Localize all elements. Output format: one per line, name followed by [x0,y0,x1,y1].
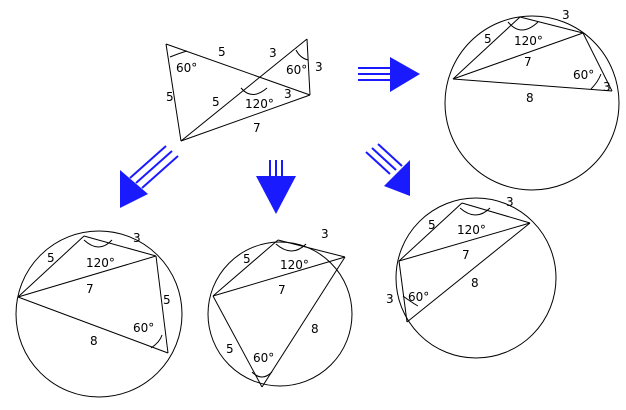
arc-120 [275,243,307,252]
label-120: 120° [457,223,486,237]
chord-3-left [398,260,408,323]
circle-bottom-middle: 5 3 120° 7 8 5 60° [207,227,353,388]
top-figure: 60° 60° 120° 5 5 5 3 3 3 7 [165,38,323,142]
label-3-right: 3 [603,80,611,94]
arrow-right [358,57,420,92]
arc-60 [251,371,273,378]
label-8: 8 [471,276,479,290]
label-3: 3 [321,227,329,241]
chord-8 [261,256,346,388]
chord-5-right [155,255,169,354]
chord-7 [398,222,531,262]
top-label-5-diag: 5 [212,95,220,109]
chord-5-bottom [212,295,263,388]
chord-5 [398,202,463,262]
circle-outline [395,197,557,359]
top-label-60-left: 60° [176,61,197,75]
circle-outline [444,15,620,191]
arrow-down-right [365,143,410,196]
label-5: 5 [428,218,436,232]
top-edge-7 [180,94,311,142]
top-angle-arc-60-right [295,49,309,61]
label-60: 60° [408,290,429,304]
label-8: 8 [90,334,98,348]
label-7: 7 [462,248,470,262]
circle-top-right: 5 3 120° 7 60° 3 8 [444,8,620,191]
label-7: 7 [278,283,286,297]
chord-7 [17,255,157,298]
chord-7 [212,256,346,297]
top-label-5-top: 5 [218,45,226,59]
arc-120 [459,207,491,216]
label-60: 60° [573,68,594,82]
top-angle-arc-60-left [169,50,188,58]
chord-5 [452,16,521,80]
top-label-3-top: 3 [269,46,277,60]
chord-7 [452,32,584,80]
top-label-60-right: 60° [286,63,307,77]
chord-8 [406,222,531,323]
chord-5-top [212,239,279,297]
chord-8 [17,296,169,354]
top-label-120: 120° [245,97,274,111]
top-edge-right-3 [306,38,311,96]
label-120: 120° [514,34,543,48]
label-5-top: 5 [243,252,251,266]
top-edge-5-3-diag [180,38,308,142]
top-label-3-lower: 3 [284,87,292,101]
chord-5-top [17,235,85,298]
arc-120 [507,21,539,31]
label-8: 8 [311,322,319,336]
label-5-top: 5 [47,251,55,265]
top-angle-arc-120 [240,87,268,95]
label-60: 60° [133,321,154,335]
label-120: 120° [86,256,115,270]
circle-bottom-right: 5 3 120° 7 8 3 60° [386,195,557,359]
label-5-right: 5 [163,293,171,307]
label-3: 3 [133,231,141,245]
circle-outline [207,241,353,387]
label-8: 8 [526,91,534,105]
arrow-down-left [120,145,179,208]
chord-3-top [461,202,531,224]
chord-3 [277,239,346,258]
label-3-left: 3 [386,292,394,306]
chord-3-top [519,16,584,34]
label-5: 5 [484,32,492,46]
label-7: 7 [86,282,94,296]
chord-3 [83,235,157,257]
chord-8 [452,78,613,92]
circle-bottom-left: 5 3 120° 7 5 8 60° [15,230,183,398]
top-label-5-left: 5 [166,90,174,104]
label-7: 7 [524,55,532,69]
label-120: 120° [280,258,309,272]
label-3-top: 3 [562,8,570,22]
chord-3-right [582,32,613,92]
top-edge-5-3 [165,43,311,96]
arc-60 [590,73,602,90]
top-label-7: 7 [253,121,261,135]
arc-60 [150,334,163,349]
top-edge-left-5 [165,43,182,142]
label-3-top: 3 [506,195,514,209]
label-5-bottom: 5 [226,342,234,356]
arrow-down [256,160,296,214]
circle-outline [15,230,183,398]
label-60: 60° [253,351,274,365]
arc-120 [83,239,113,248]
arc-60 [402,295,419,307]
top-label-3-right: 3 [315,60,323,74]
